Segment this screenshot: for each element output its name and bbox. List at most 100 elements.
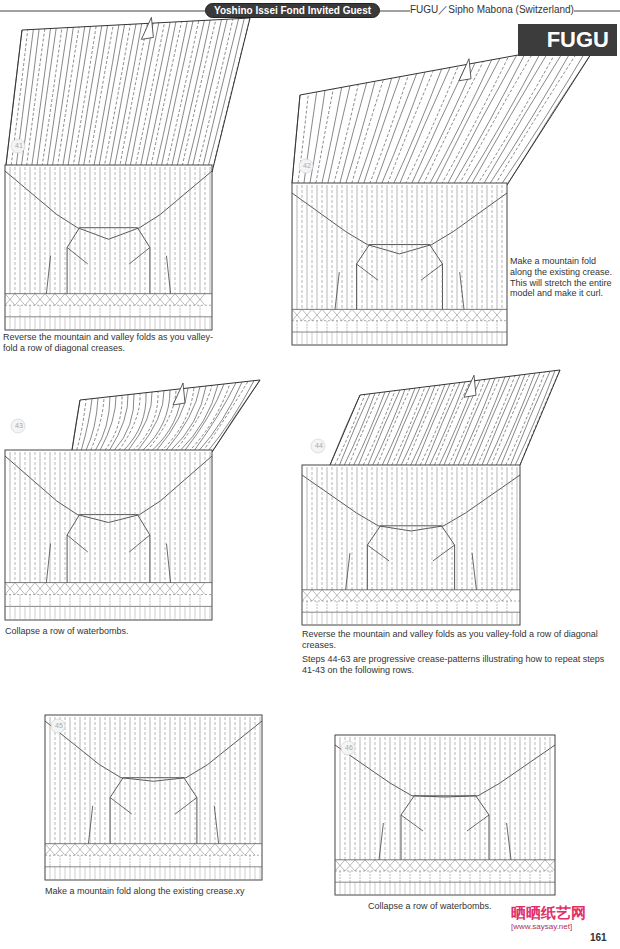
pleat-line xyxy=(78,26,102,168)
crease-line xyxy=(370,882,371,895)
crease-line xyxy=(387,321,388,332)
crease-line xyxy=(312,309,322,320)
crease-line xyxy=(377,185,378,309)
crease-line xyxy=(75,583,85,595)
instruction-text: Collapse a row of waterbombs. xyxy=(5,626,220,637)
crease-line xyxy=(115,294,125,306)
crease-line xyxy=(95,317,96,330)
pleat-outline xyxy=(292,40,600,185)
crease-line xyxy=(60,606,61,620)
crease-line xyxy=(420,737,421,860)
crease-line xyxy=(387,601,388,612)
crease-line xyxy=(472,309,482,320)
crease-line xyxy=(367,467,368,590)
pleat-line xyxy=(171,20,205,170)
crease-line xyxy=(442,612,443,625)
crease-line xyxy=(210,606,211,620)
crease-line xyxy=(205,606,206,620)
crease-line xyxy=(492,309,502,320)
crease-line xyxy=(497,601,498,612)
crease-line xyxy=(185,717,186,844)
crease-line xyxy=(487,467,488,590)
step-number: 43 xyxy=(13,422,25,430)
crease-line xyxy=(45,294,55,306)
pleat-line xyxy=(193,383,236,452)
crease-line xyxy=(165,844,175,856)
crease-line xyxy=(332,590,342,601)
crease-line xyxy=(477,601,478,612)
crease-line xyxy=(412,309,422,320)
crease-line xyxy=(185,583,195,595)
crease-line xyxy=(175,717,176,844)
crease-line xyxy=(352,309,362,320)
crease-line xyxy=(387,467,388,590)
crease-line xyxy=(45,855,262,856)
crease-line xyxy=(437,185,438,309)
crease-line xyxy=(312,467,313,590)
crease-line xyxy=(65,452,66,583)
crease-line xyxy=(312,612,313,625)
crease-line xyxy=(292,320,507,321)
crease-line xyxy=(337,612,338,625)
crease-line xyxy=(170,452,171,583)
crease-line xyxy=(115,294,125,306)
crease-line xyxy=(45,452,46,583)
crease-line xyxy=(525,882,526,895)
crease-line xyxy=(45,583,55,595)
crease-line xyxy=(450,871,451,882)
pleat-line xyxy=(86,398,98,450)
crease-line xyxy=(200,855,201,867)
crease-line xyxy=(45,606,46,620)
crease-line xyxy=(5,305,212,306)
pleat-outline xyxy=(6,18,250,172)
crease-line xyxy=(90,867,91,880)
crease-line xyxy=(20,167,21,294)
crease-line xyxy=(200,167,201,294)
crease-line xyxy=(472,467,473,590)
crease-line xyxy=(355,860,365,871)
crease-line xyxy=(417,612,418,625)
crease-line xyxy=(15,167,16,294)
pleat-line xyxy=(150,22,181,170)
crease-line xyxy=(421,264,443,280)
crease-line xyxy=(357,467,358,590)
crease-line xyxy=(240,867,241,880)
crease-line xyxy=(472,185,473,309)
pleat-line xyxy=(37,28,56,166)
fold-outline xyxy=(110,778,197,844)
crease-line xyxy=(535,860,545,871)
crease-line xyxy=(150,867,151,880)
crease-pattern xyxy=(292,183,507,345)
crease-line xyxy=(20,606,21,620)
crease-line xyxy=(180,717,181,844)
crease-line xyxy=(347,612,348,625)
crease-line xyxy=(512,612,513,625)
crease-line xyxy=(155,606,156,620)
crease-line xyxy=(292,309,302,320)
crease-line xyxy=(214,806,218,844)
crease-line xyxy=(507,823,511,860)
pleat-line xyxy=(382,72,425,184)
crease-line xyxy=(460,272,464,309)
crease-line xyxy=(425,860,435,871)
crease-line xyxy=(337,321,338,332)
crease-line xyxy=(40,305,41,317)
crease-line xyxy=(367,332,368,345)
pleat-line xyxy=(207,18,244,172)
crease-line xyxy=(462,590,472,601)
crease-line xyxy=(372,590,382,601)
crease-line xyxy=(452,612,453,625)
crease-line xyxy=(497,467,498,590)
crease-line xyxy=(392,590,402,601)
crease-line xyxy=(235,844,245,856)
crease-line xyxy=(75,867,76,880)
crease-line xyxy=(65,844,75,856)
crease-line xyxy=(210,855,211,867)
pleat-line xyxy=(109,395,128,451)
crease-line xyxy=(5,316,212,317)
crease-line xyxy=(155,317,156,330)
crease-line xyxy=(100,717,101,844)
crease-line xyxy=(45,294,55,306)
pleat-line xyxy=(501,42,592,185)
crease-line xyxy=(100,452,101,583)
